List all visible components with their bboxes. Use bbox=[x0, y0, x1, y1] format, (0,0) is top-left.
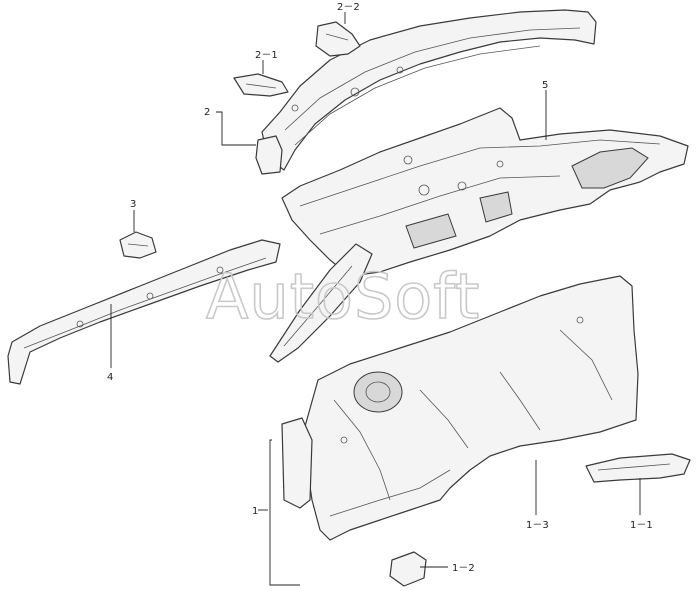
part-2-cowl-top-panel bbox=[261, 9, 597, 171]
part-3-bracket bbox=[119, 231, 157, 259]
callout-4: 4 bbox=[107, 372, 113, 383]
part-5-dash-upper-panel bbox=[281, 107, 689, 277]
part-2-lower-bracket bbox=[255, 135, 283, 175]
part-1-2-bracket bbox=[389, 551, 427, 587]
watermark-text: AutoSoft bbox=[206, 260, 480, 333]
part-1-left-trim bbox=[281, 417, 313, 509]
callout-2-2: 2－2 bbox=[337, 2, 360, 13]
part-1-dash-panel bbox=[303, 275, 639, 541]
part-2-1-bracket bbox=[233, 73, 289, 97]
part-2-2-bracket bbox=[315, 21, 361, 57]
callout-1-1: 1－1 bbox=[630, 520, 653, 531]
callout-1-3: 1－3 bbox=[526, 520, 549, 531]
callout-2: 2 bbox=[204, 107, 210, 118]
part-4-cross-member bbox=[7, 239, 281, 385]
callout-5: 5 bbox=[542, 80, 548, 91]
callout-3: 3 bbox=[130, 199, 136, 210]
callout-labels: 2－2 2－1 2 5 3 4 1 1－3 1－1 1－2 bbox=[107, 2, 653, 574]
part-5-side-strut bbox=[269, 243, 373, 363]
leader-lines bbox=[110, 12, 641, 586]
callout-1-2: 1－2 bbox=[452, 563, 475, 574]
callout-2-1: 2－1 bbox=[255, 50, 278, 61]
callout-1: 1 bbox=[252, 506, 258, 517]
part-1-1-tray bbox=[585, 453, 691, 483]
